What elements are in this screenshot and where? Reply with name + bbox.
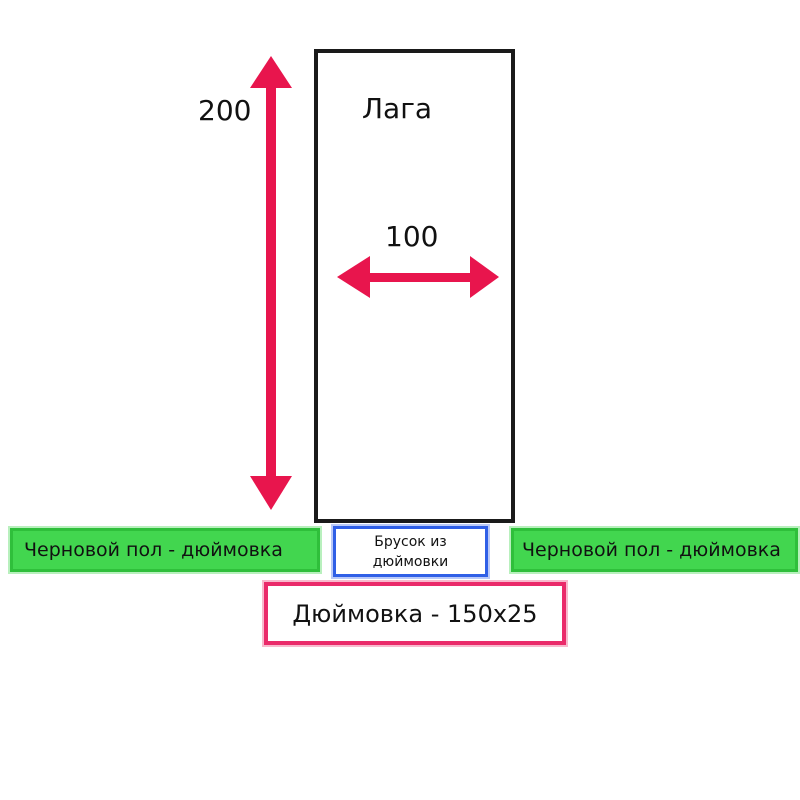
width-dimension-label: 100 [385,220,439,253]
subfloor-board-left: Черновой пол - дюймовка [10,528,320,572]
height-dimension-label: 200 [198,94,252,127]
joist [314,49,515,523]
board-150x25: Дюймовка - 150х25 [264,582,566,645]
support-bar-label: Брусок из дюймовки [372,533,449,570]
subfloor-board-right-label: Черновой пол - дюймовка [522,539,781,561]
board-label: Дюймовка - 150х25 [292,599,538,628]
support-bar: Брусок из дюймовки [333,526,488,577]
subfloor-board-right: Черновой пол - дюймовка [511,528,798,572]
height-arrow [250,56,292,510]
joist-label: Лага [362,92,433,125]
subfloor-board-left-label: Черновой пол - дюймовка [24,539,283,561]
